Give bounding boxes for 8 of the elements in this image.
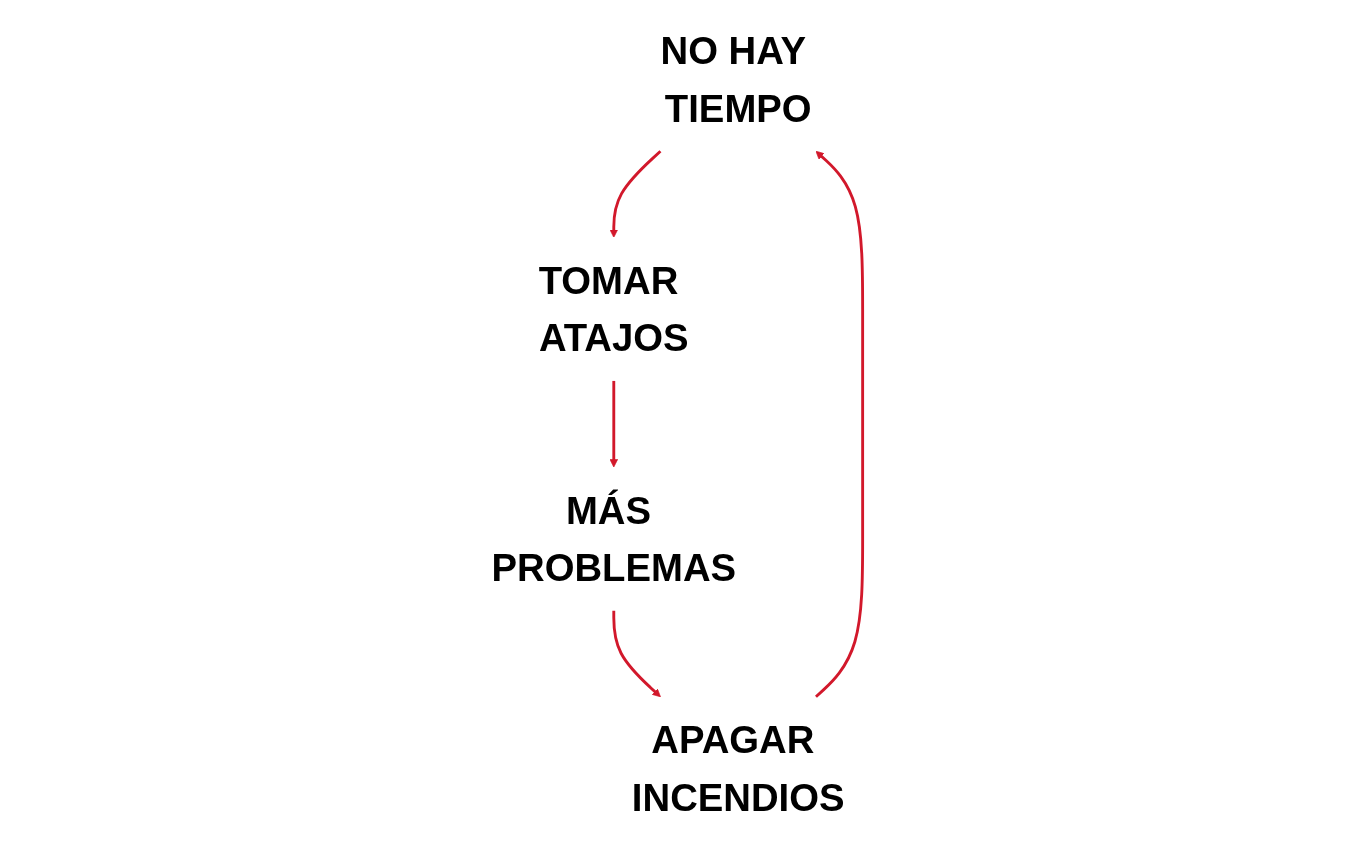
node-text: NO HAY TIEMPO: [660, 29, 812, 130]
arrow: [815, 150, 865, 698]
arrow: [609, 150, 662, 238]
node-text: MÁS PROBLEMAS: [491, 489, 737, 589]
arrow: [609, 380, 618, 468]
node-text: APAGAR INCENDIOS: [631, 718, 845, 819]
node-text: TOMAR ATAJOS: [538, 259, 689, 359]
arrow: [612, 610, 661, 698]
